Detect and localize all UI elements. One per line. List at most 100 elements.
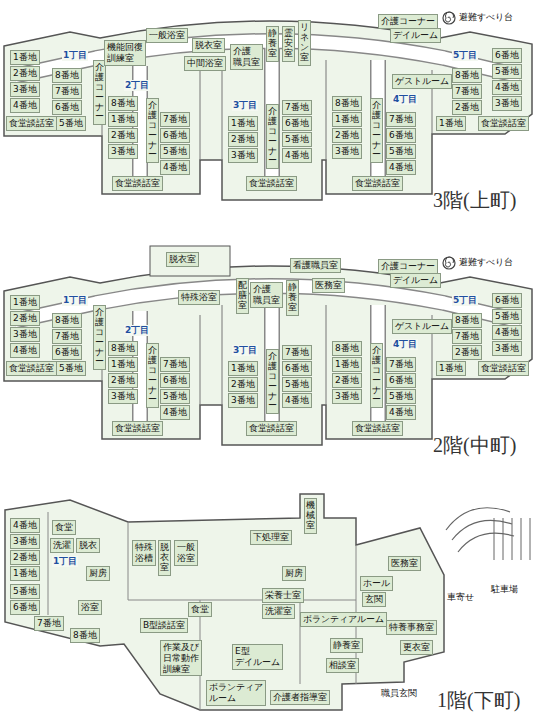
room-box: ゲストルーム <box>392 319 452 334</box>
label-text: 避難すべり台 <box>459 12 513 23</box>
room-box: 医務室 <box>388 556 421 571</box>
room-label: 介護コーナー <box>148 101 157 160</box>
room-box: 7番地 <box>452 84 482 99</box>
room-box: 3番地 <box>228 393 258 408</box>
room-label: 1番地 <box>439 118 463 129</box>
room-box: 3番地 <box>10 82 40 97</box>
block-name: 3丁目 <box>232 345 258 356</box>
room-label: 4番地 <box>163 162 187 173</box>
room-label: E型 デイルーム <box>235 646 280 668</box>
room-box: 中間浴室 <box>184 56 226 71</box>
room-box: 2番地 <box>228 377 258 392</box>
room-box: 8番地 <box>332 96 362 111</box>
room-label: 5番地 <box>59 363 83 374</box>
room-label: 食堂 <box>55 522 73 533</box>
block-name: 1丁目 <box>62 50 88 61</box>
room-box: 4番地 <box>160 405 190 420</box>
room-label: 食堂談話室 <box>355 178 400 189</box>
room-box: 介護コーナー <box>146 343 159 408</box>
room-box: 7番地 <box>52 329 82 344</box>
room-box: 6番地 <box>492 48 522 63</box>
room-box: 2番地 <box>228 132 258 147</box>
map-label: 車寄せ <box>446 592 475 603</box>
label-text: 2丁目 <box>125 325 149 336</box>
room-label: 作業及び 日常動作 訓練室 <box>163 642 199 674</box>
room-label: 8番地 <box>55 70 79 81</box>
room-box: 3番地 <box>10 327 40 342</box>
room-box: 食堂 <box>188 602 212 617</box>
room-label: 1番地 <box>13 568 37 579</box>
room-box: 食堂談話室 <box>246 176 297 191</box>
room-label: 4番地 <box>285 150 309 161</box>
room-label: 7番地 <box>55 331 79 342</box>
room-label: デイルーム <box>393 30 438 41</box>
room-box: 6番地 <box>492 293 522 308</box>
room-label: 食堂談話室 <box>481 363 526 374</box>
room-box: 介護 職員室 <box>230 44 263 70</box>
room-box: 介護コーナー <box>378 259 438 274</box>
room-label: 8番地 <box>455 315 479 326</box>
room-label: 6番地 <box>163 130 187 141</box>
room-label: 1番地 <box>13 297 37 308</box>
room-box: 2番地 <box>332 128 362 143</box>
floor-title: 1階(下町) <box>436 688 521 712</box>
room-label: 1番地 <box>231 363 255 374</box>
room-label: 4番地 <box>13 520 37 531</box>
room-box: 1番地 <box>10 566 40 581</box>
room-box: 6番地 <box>160 128 190 143</box>
room-box: 4番地 <box>10 98 40 113</box>
room-label: 6番地 <box>389 375 413 386</box>
room-label: 4番地 <box>285 395 309 406</box>
room-box: 作業及び 日常動作 訓練室 <box>160 640 202 676</box>
room-box: 下処理室 <box>250 530 292 545</box>
room-box: 7番地 <box>282 100 312 115</box>
room-label: 7番地 <box>37 618 61 629</box>
room-box: 玄関 <box>362 592 386 607</box>
room-label: デイルーム <box>393 275 438 286</box>
room-label: 5番地 <box>389 391 413 402</box>
room-label: 6番地 <box>285 118 309 129</box>
room-label: 下処理室 <box>253 532 289 543</box>
room-label: 脱衣室 <box>195 40 222 51</box>
map-label: 駐車場 <box>490 584 519 595</box>
label-text: 1丁目 <box>63 295 87 306</box>
room-box: 食堂 <box>52 520 76 535</box>
room-label: 2番地 <box>231 134 255 145</box>
room-label: 2番地 <box>111 375 135 386</box>
room-label: 食堂談話室 <box>355 423 400 434</box>
room-box: 7番地 <box>160 357 190 372</box>
room-box: 1番地 <box>108 357 138 372</box>
room-box: 2番地 <box>108 128 138 143</box>
room-box: 介護コーナー <box>370 343 383 408</box>
room-label: 5番地 <box>59 118 83 129</box>
room-label: 1番地 <box>335 359 359 370</box>
room-label: 介護コーナー <box>381 261 435 272</box>
label-text: 3丁目 <box>233 100 257 111</box>
room-box: 5番地 <box>282 377 312 392</box>
room-label: 介護コーナー <box>95 308 104 367</box>
room-box: E型 デイルーム <box>232 644 283 670</box>
room-box: 6番地 <box>52 345 82 360</box>
block-name: 1丁目 <box>62 295 88 306</box>
label-text: 避難すべり台 <box>459 257 513 268</box>
room-label: 3番地 <box>335 146 359 157</box>
room-label: 2番地 <box>455 347 479 358</box>
room-box: 8番地 <box>452 68 482 83</box>
room-box: 霊安室 <box>282 26 295 62</box>
floor-title: 2階(中町) <box>432 433 517 457</box>
room-label: 2番地 <box>455 102 479 113</box>
room-box: 3番地 <box>332 144 362 159</box>
room-label: 5番地 <box>389 146 413 157</box>
room-label: 6番地 <box>55 102 79 113</box>
room-box: 食堂談話室 <box>246 421 297 436</box>
room-box: 3番地 <box>228 148 258 163</box>
room-label: 4番地 <box>389 407 413 418</box>
room-box: 食堂談話室 <box>112 176 163 191</box>
room-label: 医務室 <box>391 558 418 569</box>
room-label: 7番地 <box>285 102 309 113</box>
room-label: 6番地 <box>55 347 79 358</box>
room-box: 2番地 <box>332 373 362 388</box>
parking-line <box>512 518 513 560</box>
room-label: 1番地 <box>439 363 463 374</box>
room-label: ゲストルーム <box>395 76 449 87</box>
